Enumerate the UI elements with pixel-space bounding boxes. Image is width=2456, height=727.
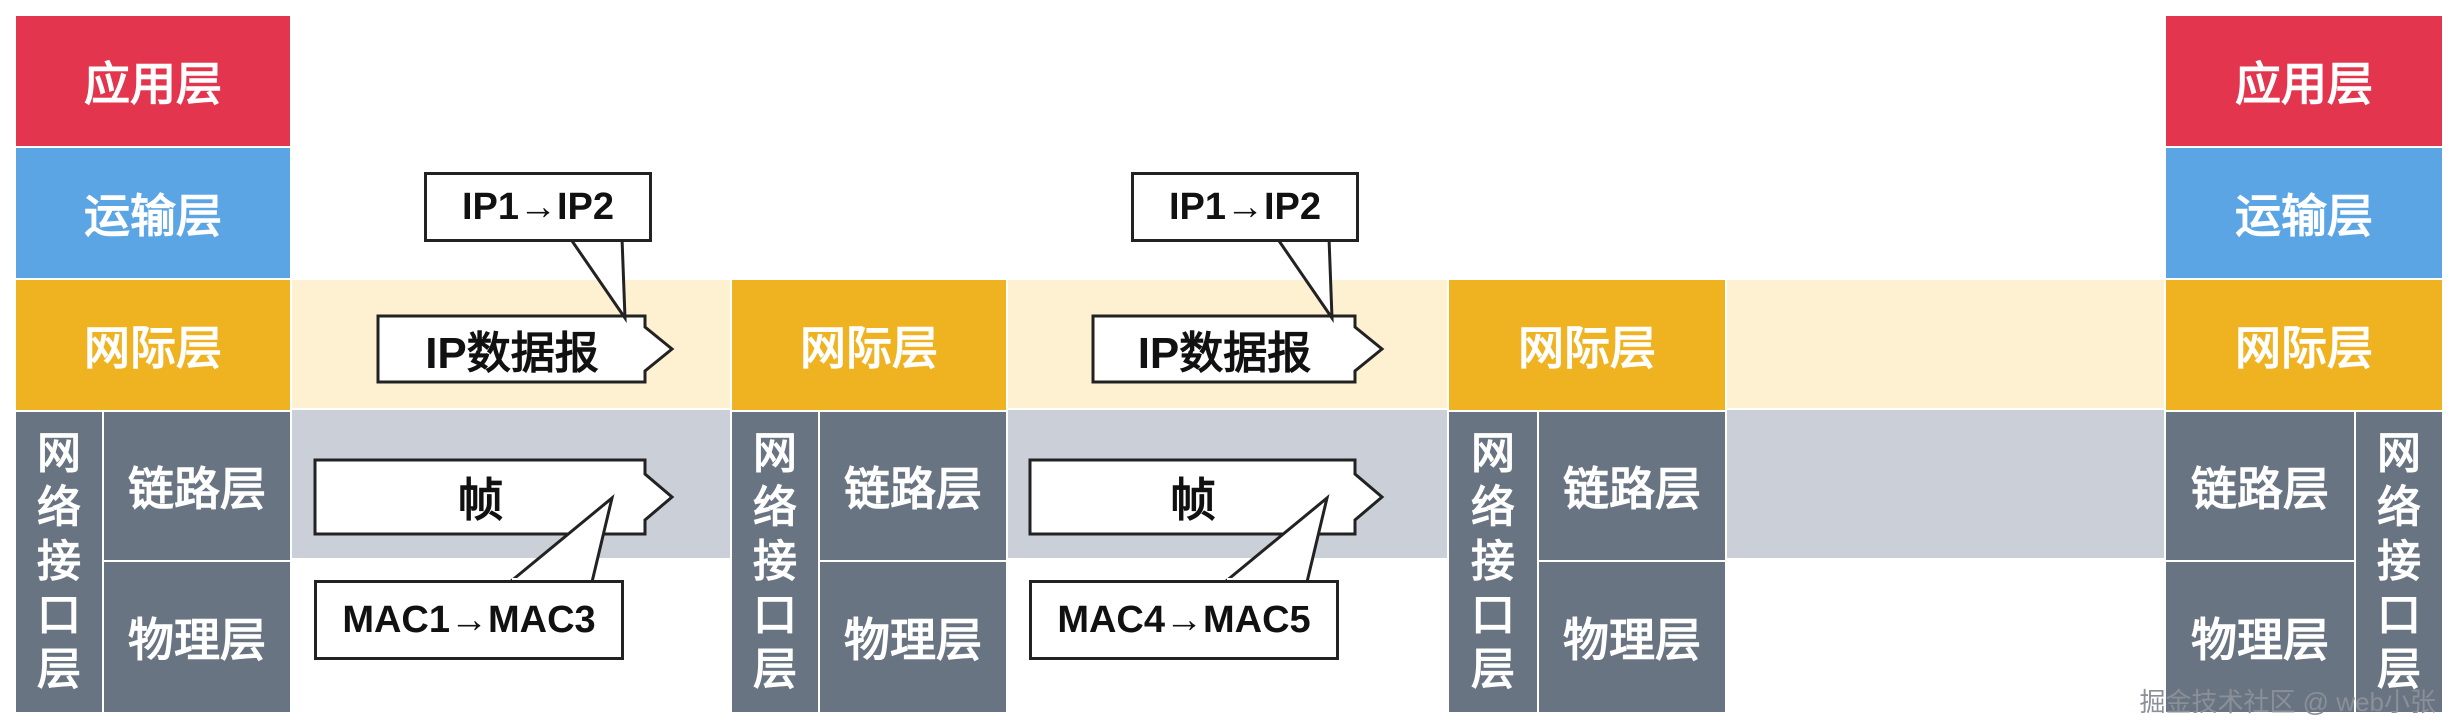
left-host-application-layer: 应用层 <box>14 14 292 148</box>
link-band-3 <box>1725 410 2166 558</box>
router1-network-layer: 网际层 <box>730 278 1008 412</box>
frame-label-1: 帧 <box>457 474 504 526</box>
network-band-3 <box>1725 278 2166 410</box>
ip-callout-pointer-1 <box>567 236 627 324</box>
router2-physical-layer: 物理层 <box>1537 560 1727 714</box>
left-host-network-layer: 网际层 <box>14 278 292 412</box>
ip-callout-pointer-2 <box>1274 236 1334 324</box>
router1-link-layer: 链路层 <box>818 410 1008 562</box>
left-host-physical-layer: 物理层 <box>102 560 292 714</box>
frame-label-2: 帧 <box>1170 474 1216 526</box>
datagram-arrow-1 <box>376 314 675 384</box>
router1-physical-layer: 物理层 <box>818 560 1008 714</box>
datagram-label-2: IP数据报 <box>1137 329 1312 378</box>
left-host-network-interface-layer: 网络接口层 <box>14 410 104 714</box>
mac-address-callout-1: MAC1→MAC3 <box>314 580 624 660</box>
right-host-application-layer: 应用层 <box>2164 14 2444 148</box>
right-host-network-layer: 网际层 <box>2164 278 2444 412</box>
watermark: 掘金技术社区 @ web小张 <box>2139 687 2436 717</box>
router1-network-interface-layer: 网络接口层 <box>730 410 820 714</box>
mac-address-callout-2: MAC4→MAC5 <box>1029 580 1339 660</box>
datagram-arrow-2 <box>1091 314 1385 384</box>
ip-address-callout-1: IP1→IP2 <box>424 172 652 242</box>
right-host-network-interface-layer: 网络接口层 <box>2354 410 2444 714</box>
right-host-transport-layer: 运输层 <box>2164 146 2444 280</box>
left-host-link-layer: 链路层 <box>102 410 292 562</box>
left-host-transport-layer: 运输层 <box>14 146 292 280</box>
router2-network-layer: 网际层 <box>1447 278 1727 412</box>
right-host-physical-layer: 物理层 <box>2164 560 2356 714</box>
router2-network-interface-layer: 网络接口层 <box>1447 410 1539 714</box>
frame-arrow-1 <box>313 458 675 536</box>
ip-address-callout-2: IP1→IP2 <box>1131 172 1359 242</box>
datagram-label-1: IP数据报 <box>425 329 599 378</box>
right-host-link-layer: 链路层 <box>2164 410 2356 562</box>
frame-arrow-2 <box>1028 458 1385 536</box>
